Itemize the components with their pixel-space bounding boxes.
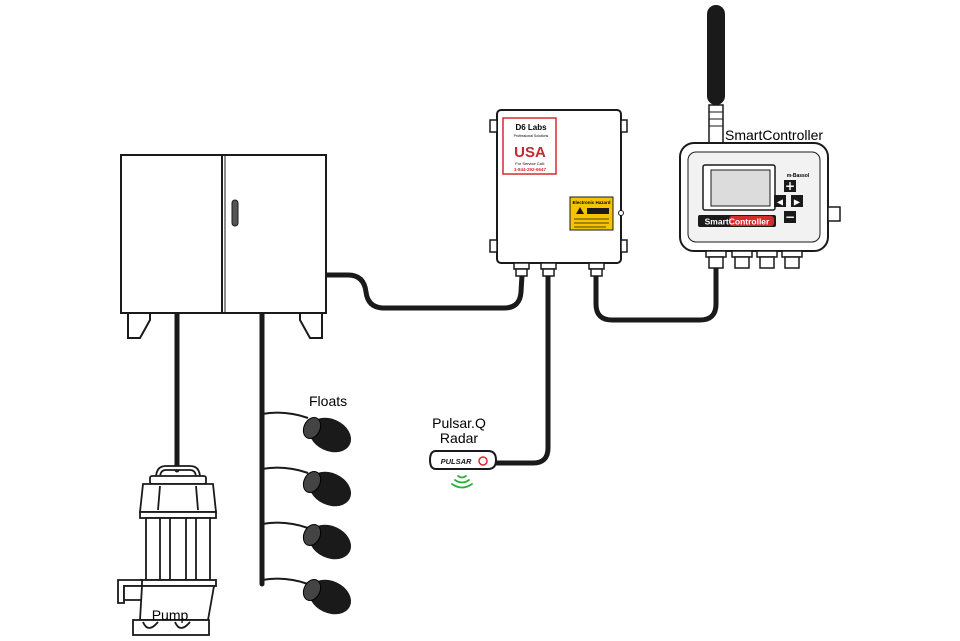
pump-base (132, 619, 210, 636)
pump-label: Pump (152, 607, 189, 623)
panel-cabinet (120, 154, 327, 314)
svg-text:+: + (785, 179, 795, 193)
radar-brand: PULSAR (441, 457, 472, 466)
d6-phone: 1-844-292-6647 (514, 167, 547, 172)
float-3 (261, 521, 352, 560)
antenna (707, 5, 725, 144)
pump-motor (145, 517, 211, 581)
float-1 (261, 411, 352, 453)
cables (174, 265, 719, 587)
svg-text:−: − (785, 210, 795, 224)
cable-glands (513, 262, 605, 277)
d6-brand: D6 Labs (515, 123, 547, 132)
pump (117, 465, 218, 636)
floats-label: Floats (309, 393, 347, 409)
pulsar-label-line1: Pulsar.Q (432, 415, 486, 431)
panel-handle[interactable] (231, 199, 239, 227)
right-button[interactable]: ▶ (791, 195, 803, 207)
warning-icon (576, 207, 584, 214)
d6-made-in: USA (514, 144, 546, 161)
smartcontroller-label: SmartController (725, 127, 823, 143)
cable-box-to-radar (491, 273, 551, 466)
left-button[interactable]: ◀ (774, 195, 786, 207)
float-2 (261, 466, 352, 507)
controller-brand: SmartController (705, 217, 770, 227)
control-panel (120, 154, 327, 339)
signal-icon (451, 475, 473, 489)
pulsar-label-line2: Radar (440, 430, 478, 446)
smart-controller: m-Bassol + ◀ ▶ − SmartController (679, 5, 841, 269)
radar-body (428, 450, 498, 470)
d6-service: For Service Call: (515, 161, 545, 166)
cable-panel-to-box (323, 272, 525, 311)
float-4 (261, 577, 352, 615)
d6-brand-sub: Professional Solutions (514, 134, 549, 138)
minus-button[interactable]: − (784, 210, 796, 224)
panel-right-leg (299, 312, 323, 339)
floats (261, 411, 352, 615)
cable-box-to-controller (593, 265, 719, 323)
svg-text:▶: ▶ (794, 198, 801, 207)
d6-labs-label: D6 Labs Professional Solutions USA For S… (502, 117, 557, 175)
hazard-title: Electronic Hazard (572, 200, 610, 205)
junction-box: D6 Labs Professional Solutions USA For S… (489, 109, 628, 277)
hazard-sticker: Electronic Hazard (569, 196, 614, 231)
controller-logo: m-Bassol (787, 173, 810, 179)
pulsar-radar: PULSAR (428, 450, 498, 489)
controller-screen (710, 169, 771, 207)
plus-button[interactable]: + (784, 179, 796, 193)
svg-text:◀: ◀ (777, 198, 784, 207)
controller-connectors (705, 250, 803, 269)
controller-brand-plate: SmartController (698, 215, 776, 227)
panel-left-leg (127, 312, 151, 339)
